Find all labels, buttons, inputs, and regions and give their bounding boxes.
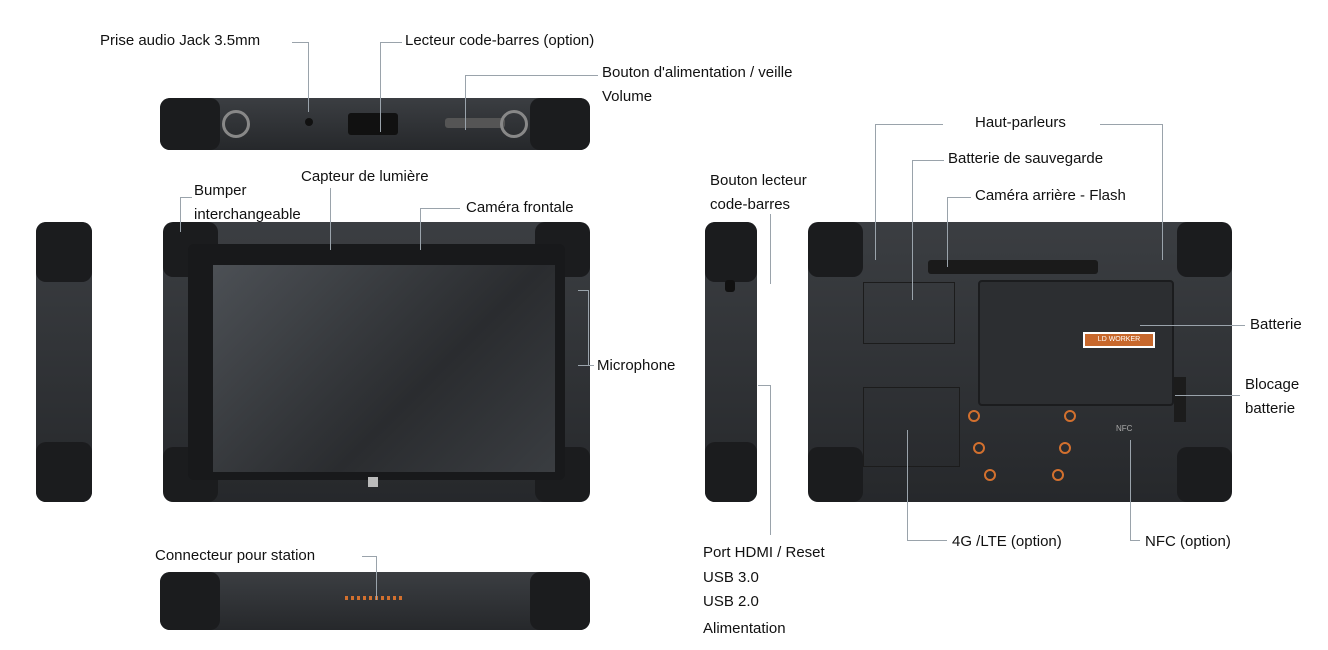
label-barcode-reader: Lecteur code-barres (option) bbox=[405, 32, 595, 49]
screw-icon bbox=[973, 442, 985, 454]
touch-screen[interactable] bbox=[213, 265, 555, 472]
barcode-window bbox=[348, 113, 398, 135]
tablet-right-side-view bbox=[705, 222, 757, 502]
strap-ring-icon bbox=[222, 110, 250, 138]
label-lte: 4G /LTE (option) bbox=[952, 533, 1062, 550]
screw-icon bbox=[1052, 469, 1064, 481]
label-front-camera: Caméra frontale bbox=[466, 199, 574, 216]
label-audio-jack: Prise audio Jack 3.5mm bbox=[100, 32, 261, 49]
label-rear-camera: Caméra arrière - Flash bbox=[975, 187, 1126, 204]
battery-lock[interactable] bbox=[1174, 377, 1186, 422]
label-light-sensor: Capteur de lumière bbox=[301, 168, 429, 185]
strap-ring-icon bbox=[500, 110, 528, 138]
dock-connector-pins bbox=[345, 596, 405, 600]
power-volume-buttons bbox=[445, 118, 505, 128]
label-usb2: USB 2.0 bbox=[703, 593, 759, 610]
label-speakers: Haut-parleurs bbox=[975, 114, 1066, 131]
logo: LD WORKER bbox=[1083, 332, 1155, 348]
label-dock-connector: Connecteur pour station bbox=[155, 547, 316, 564]
label-port-hdmi: Port HDMI / Reset bbox=[703, 544, 825, 561]
label-battery: Batterie bbox=[1250, 316, 1302, 333]
label-barcode-button: Bouton lecteur bbox=[710, 172, 807, 189]
label-power-input: Alimentation bbox=[703, 620, 786, 637]
label-usb3: USB 3.0 bbox=[703, 569, 759, 586]
screw-icon bbox=[984, 469, 996, 481]
tablet-front-view bbox=[163, 222, 590, 502]
lte-cover bbox=[863, 387, 960, 467]
windows-button-icon[interactable] bbox=[368, 477, 378, 487]
label-battery-lock: Blocage bbox=[1245, 376, 1300, 393]
audio-jack-port bbox=[305, 118, 313, 126]
nfc-mark: NFC bbox=[1116, 424, 1133, 433]
label-volume: Volume bbox=[602, 88, 653, 105]
tablet-back-view: LD WORKER NFC bbox=[808, 222, 1232, 502]
tablet-top-edge-view bbox=[160, 98, 590, 150]
label-battery-lock-2: batterie bbox=[1245, 400, 1296, 417]
label-backup-battery: Batterie de sauvegarde bbox=[948, 150, 1104, 167]
rear-camera-strip bbox=[928, 260, 1098, 274]
barcode-button bbox=[725, 280, 735, 292]
label-bumper: Bumper bbox=[194, 182, 247, 199]
tablet-left-side-view bbox=[36, 222, 92, 502]
label-microphone: Microphone bbox=[597, 357, 676, 374]
screw-icon bbox=[968, 410, 980, 422]
screw-icon bbox=[1059, 442, 1071, 454]
label-barcode-button-2: code-barres bbox=[710, 196, 791, 213]
label-power-button: Bouton d'alimentation / veille bbox=[602, 64, 793, 81]
label-bumper-2: interchangeable bbox=[194, 206, 301, 223]
label-nfc: NFC (option) bbox=[1145, 533, 1231, 550]
logo-badge: LD WORKER bbox=[1085, 334, 1153, 346]
backup-battery-cover bbox=[863, 282, 955, 344]
screw-icon bbox=[1064, 410, 1076, 422]
tablet-bottom-edge-view bbox=[160, 572, 590, 630]
